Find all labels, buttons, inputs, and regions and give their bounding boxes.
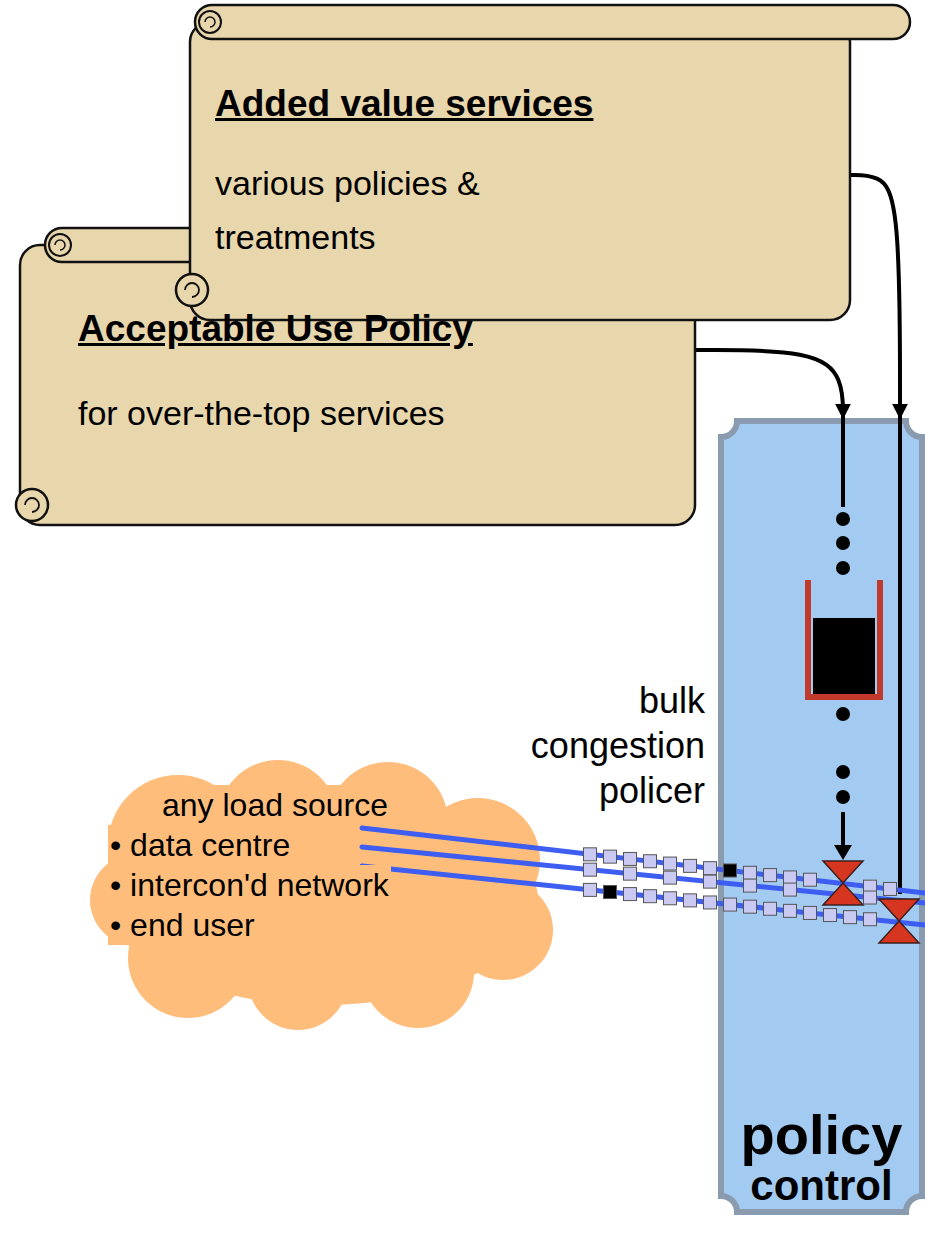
- policy-arrow: [850, 175, 900, 418]
- cloud-lobe: [248, 930, 348, 1030]
- packet: [624, 852, 637, 865]
- panel-outline: [718, 418, 925, 1215]
- body-text: • end user: [108, 905, 257, 945]
- token-bucket: [808, 580, 880, 697]
- packet: [804, 906, 817, 919]
- packet: [704, 875, 717, 888]
- panel-outline: [721, 421, 922, 1212]
- packet: [664, 871, 677, 884]
- packet: [884, 882, 897, 895]
- packet: [624, 867, 637, 880]
- traffic-flows: [362, 828, 925, 925]
- packet: [724, 898, 737, 911]
- packet: [644, 890, 657, 903]
- packet: [864, 880, 877, 893]
- policer-bottom: [823, 883, 863, 905]
- packet: [844, 911, 857, 924]
- policer-top: [879, 899, 919, 921]
- packet: [764, 902, 777, 915]
- packet: [664, 892, 677, 905]
- scroll-body: [190, 22, 850, 320]
- scroll-curl: [199, 11, 221, 33]
- body-text: • intercon'd network: [108, 865, 391, 905]
- traffic-flow: [362, 847, 925, 903]
- packet: [684, 859, 697, 872]
- scroll-curl: [16, 489, 48, 521]
- label-holder: bulk congestion policer: [490, 678, 705, 813]
- scroll-curl-line: [55, 240, 65, 250]
- body-text: for over-the-top services: [78, 391, 675, 435]
- packet: [704, 862, 717, 875]
- packet-group: [584, 848, 897, 926]
- body-text: • data centre: [108, 825, 292, 865]
- packet: [804, 873, 817, 886]
- policy-scroll: Added value services various policies & t…: [190, 22, 850, 320]
- treatment-feed-line: [898, 418, 902, 894]
- policy-control-panel: policycontrol: [718, 418, 925, 1215]
- scroll-curl-line: [205, 17, 215, 27]
- heading-text: policy: [741, 1107, 903, 1163]
- packet: [864, 913, 877, 926]
- token-dot: [836, 512, 850, 526]
- token-dot: [836, 536, 850, 550]
- packet: [704, 896, 717, 909]
- bucket-fill: [813, 618, 875, 694]
- packet: [864, 891, 877, 904]
- token-dot: [836, 765, 850, 779]
- token-dots: [836, 512, 850, 804]
- packet: [584, 863, 597, 876]
- heading-text: Added value services: [215, 82, 830, 126]
- scroll-roll: [195, 5, 910, 39]
- packet: [764, 869, 777, 882]
- policer-top: [823, 861, 863, 883]
- scroll-curl: [49, 234, 71, 256]
- drain-arrowhead: [834, 845, 852, 860]
- policer-bottom: [879, 921, 919, 943]
- token-dot: [836, 790, 850, 804]
- packet: [824, 909, 837, 922]
- body-text: various policies & treatments: [215, 156, 645, 264]
- packet: [744, 866, 757, 879]
- token-dot: [836, 561, 850, 575]
- scroll-curl-line: [185, 283, 199, 297]
- packet: [644, 855, 657, 868]
- policer-symbol: [823, 861, 863, 905]
- cloud-shape: [90, 760, 553, 1030]
- policy-feed-line: [841, 418, 845, 507]
- policer-symbol: [879, 899, 919, 943]
- heading-text: any load source: [160, 785, 390, 825]
- policy-arrow: [695, 350, 843, 418]
- traffic-flow: [362, 828, 925, 893]
- body-text: control: [750, 1163, 892, 1209]
- packet: [784, 904, 797, 917]
- packet: [784, 883, 797, 896]
- traffic-flow: [362, 866, 925, 925]
- scroll-curl: [176, 274, 208, 306]
- token-dot: [836, 707, 850, 721]
- packet: [664, 857, 677, 870]
- scroll-curl-line: [25, 498, 39, 512]
- packet: [784, 871, 797, 884]
- packet: [604, 885, 617, 898]
- packet: [744, 900, 757, 913]
- load-source-cloud: any load source• data centre• intercon'd…: [88, 760, 558, 1030]
- packet: [744, 879, 757, 892]
- drain-arrow: [841, 812, 845, 848]
- heading-text: Acceptable Use Policy: [78, 307, 675, 351]
- packet: [584, 883, 597, 896]
- cloud-lobe: [362, 916, 474, 1028]
- packet: [624, 888, 637, 901]
- packet: [584, 848, 597, 861]
- packet: [604, 850, 617, 863]
- packet: [724, 864, 737, 877]
- policer-label: bulk congestion policer: [490, 678, 705, 813]
- packet: [684, 894, 697, 907]
